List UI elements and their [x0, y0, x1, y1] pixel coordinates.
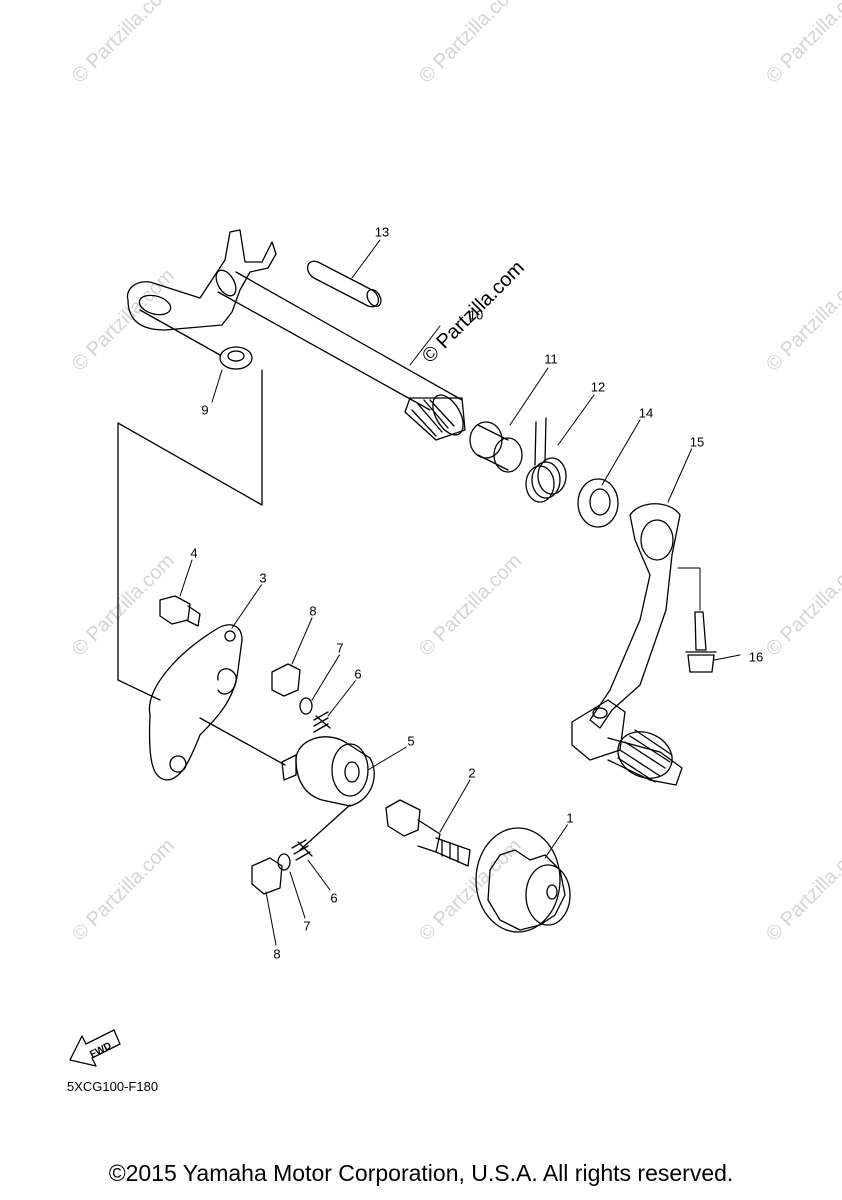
- assembly-line-5-6: [299, 804, 351, 851]
- fwd-arrow: [69, 1029, 121, 1067]
- pedal-bolt: [685, 611, 717, 673]
- callout-10: 10: [467, 307, 485, 323]
- callout-8-upper: 8: [308, 603, 318, 619]
- washer-part: [219, 346, 253, 370]
- pawl-lower: [251, 857, 283, 895]
- callout-8-lower: 8: [272, 946, 282, 962]
- shift-shaft: [126, 229, 466, 441]
- pin-upper: [299, 697, 313, 715]
- callout-6-upper: 6: [353, 666, 363, 682]
- callout-12: 12: [589, 379, 607, 395]
- spring-lower: [291, 839, 313, 861]
- collar-part: [469, 421, 523, 473]
- pin-part: [307, 260, 382, 308]
- shift-cam: [475, 827, 571, 933]
- copyright-notice: ©2015 Yamaha Motor Corporation, U.S.A. A…: [108, 1160, 734, 1186]
- callout-7-upper: 7: [335, 640, 345, 656]
- callout-14: 14: [637, 405, 655, 421]
- diagram-code: 5XCG100-F180: [67, 1079, 159, 1094]
- shift-pedal: [571, 503, 683, 786]
- pin-lower: [277, 853, 291, 871]
- callout-5: 5: [406, 733, 416, 749]
- callout-13: 13: [373, 224, 391, 240]
- callout-7-lower: 7: [302, 918, 312, 934]
- callout-1: 1: [565, 810, 575, 826]
- spring-part: [525, 417, 567, 503]
- callout-4: 4: [189, 545, 199, 561]
- oil-seal-part: [577, 478, 619, 528]
- stopper-lever: [148, 624, 243, 781]
- leader-lines: [179, 239, 741, 946]
- segment-drum: [199, 717, 375, 807]
- callout-3: 3: [258, 570, 268, 586]
- callout-16: 16: [747, 649, 765, 665]
- stud-bolt: [385, 799, 471, 867]
- callout-9: 9: [200, 402, 210, 418]
- bolt-part-4: [159, 595, 201, 627]
- callout-15: 15: [688, 434, 706, 450]
- callout-11: 11: [543, 351, 559, 367]
- callout-6-lower: 6: [329, 890, 339, 906]
- assembly-guide-lines: [117, 309, 263, 701]
- spring-upper: [313, 711, 331, 733]
- callout-2: 2: [467, 765, 477, 781]
- pawl-upper: [271, 663, 301, 697]
